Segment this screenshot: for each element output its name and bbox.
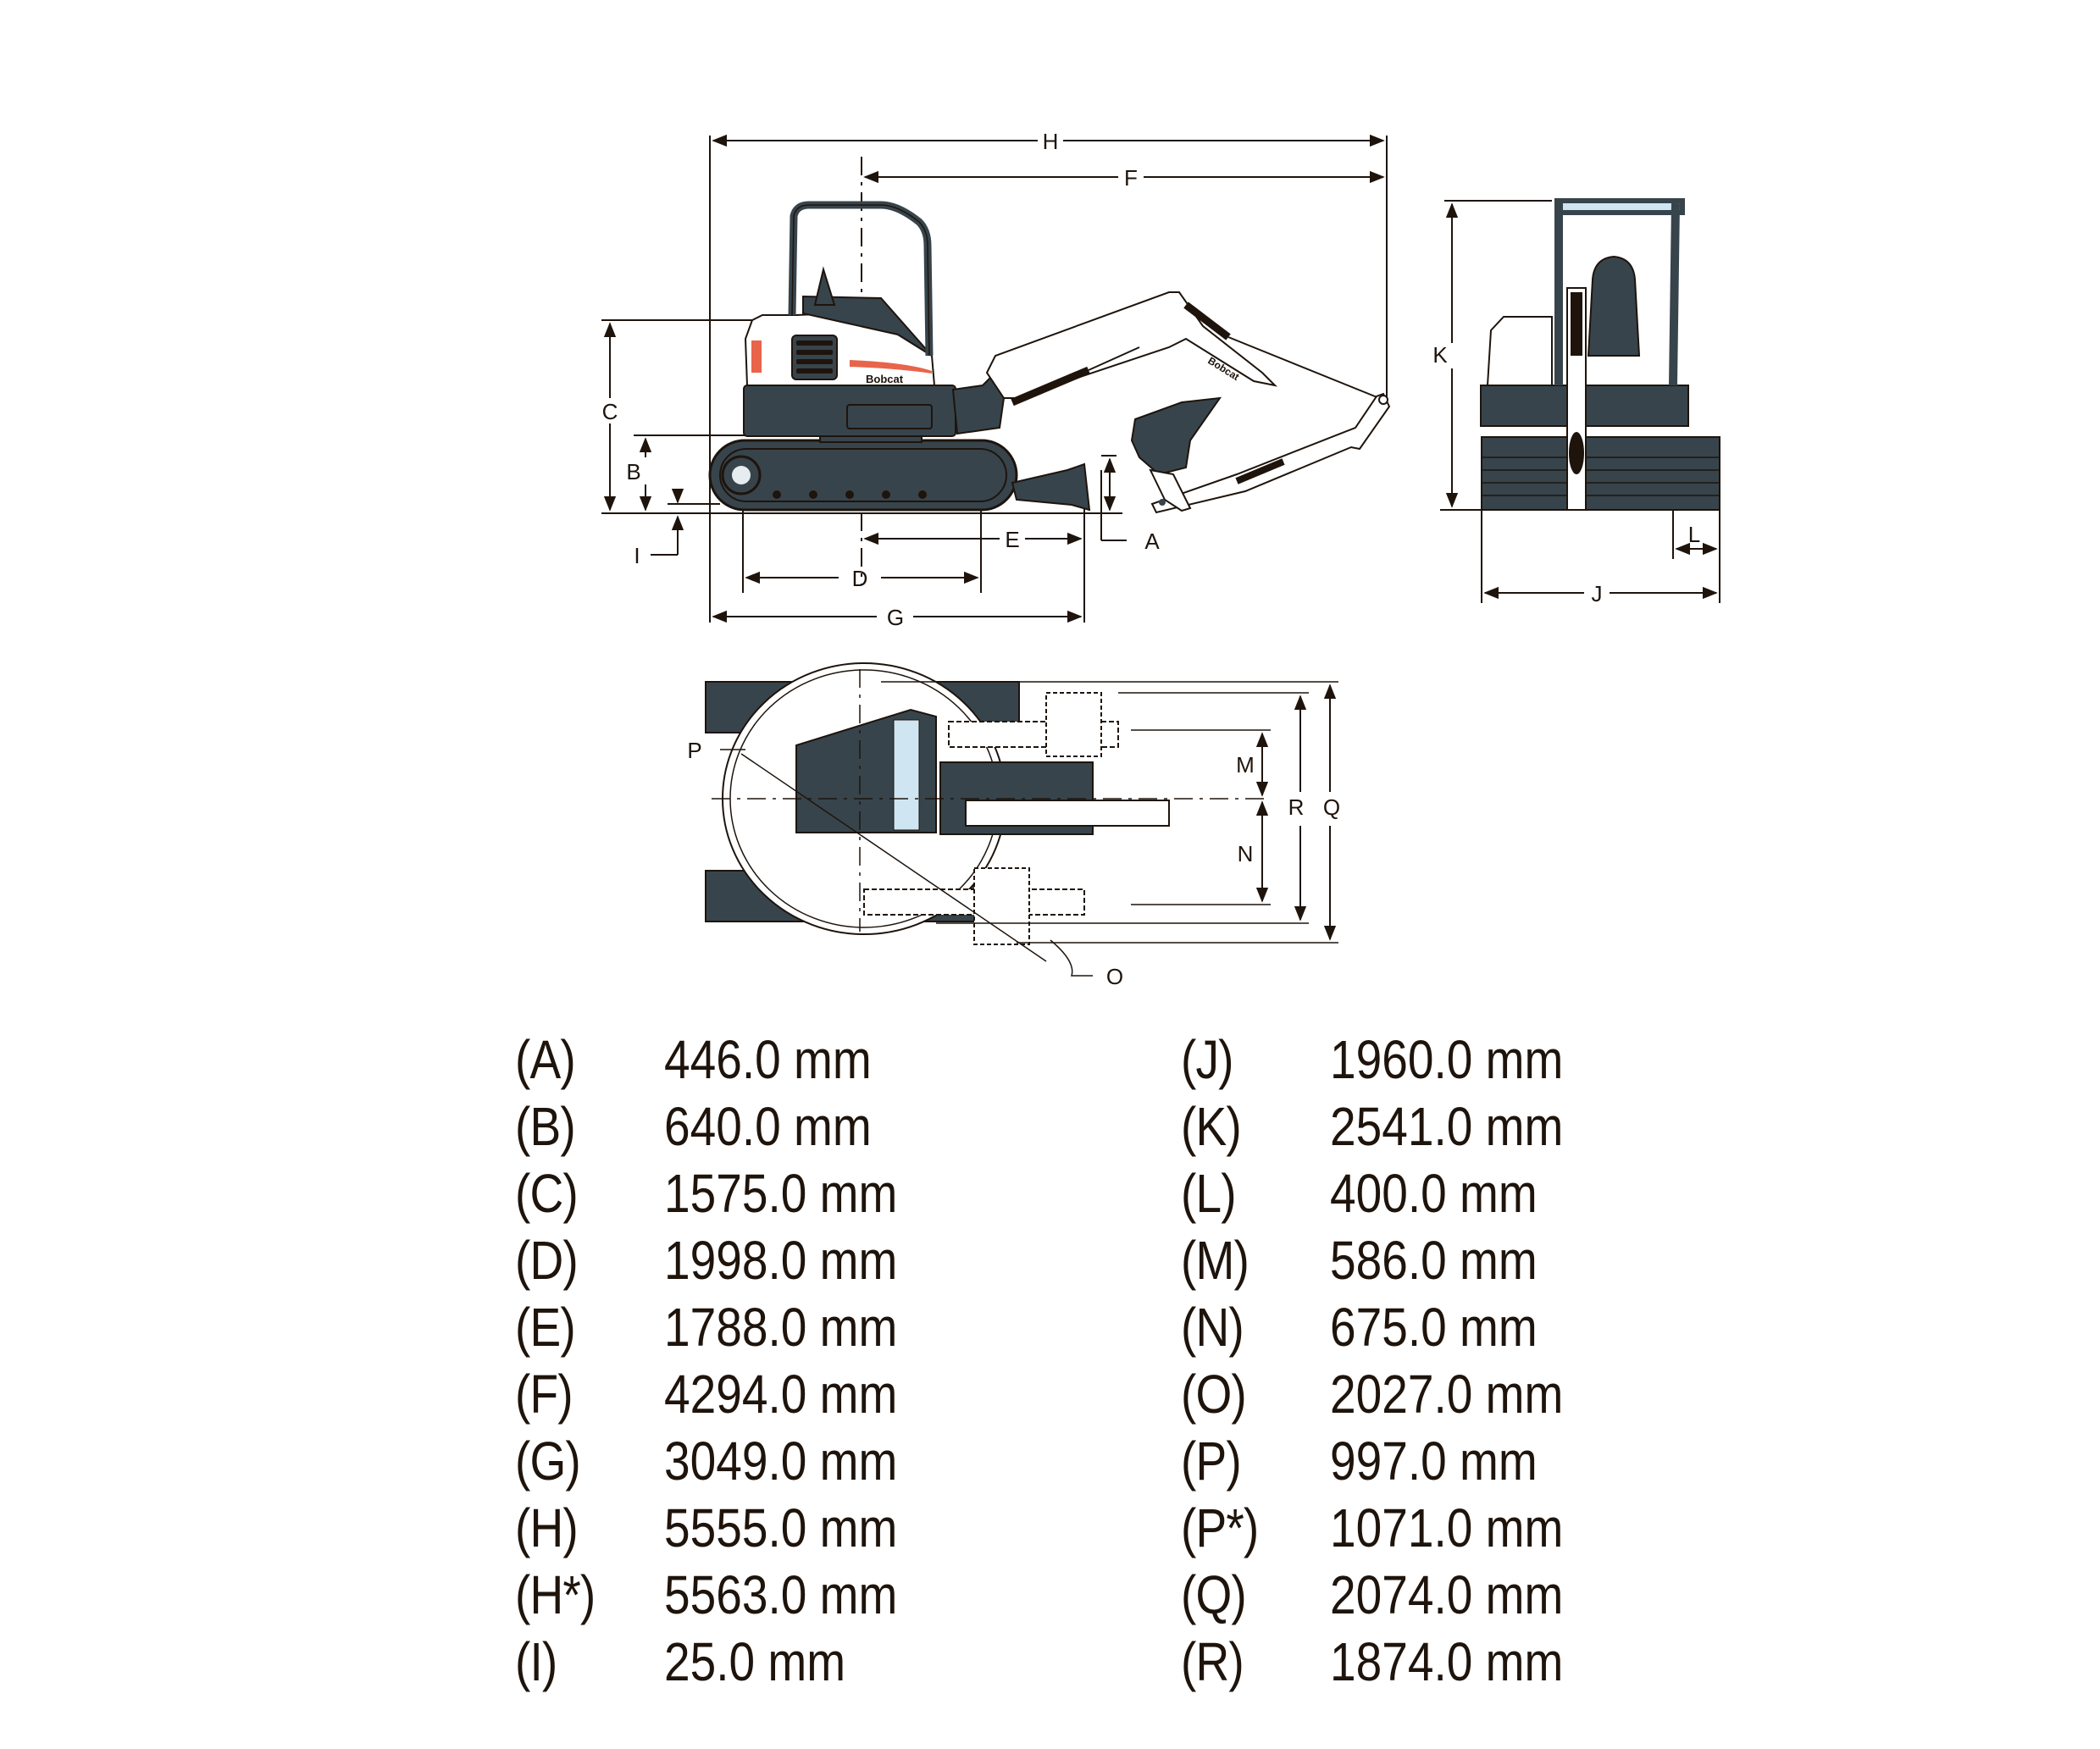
- spec-value: 1998.0 mm: [664, 1230, 898, 1291]
- label-D: D: [852, 566, 868, 591]
- spec-value: 446.0 mm: [664, 1029, 872, 1090]
- label-L: L: [1688, 522, 1700, 547]
- label-K: K: [1432, 342, 1448, 368]
- spec-code: (H*): [515, 1564, 596, 1625]
- side-view-drawing: [601, 134, 1388, 623]
- spec-code: (P): [1181, 1431, 1242, 1492]
- spec-value: 2541.0 mm: [1330, 1096, 1564, 1157]
- spec-code: (Q): [1181, 1564, 1247, 1625]
- spec-value: 1575.0 mm: [664, 1163, 898, 1224]
- spec-value: 2027.0 mm: [1330, 1364, 1564, 1425]
- spec-code: (L): [1181, 1163, 1237, 1224]
- spec-value: 5555.0 mm: [664, 1497, 898, 1558]
- label-H: H: [1043, 129, 1059, 154]
- spec-code: (E): [515, 1297, 576, 1358]
- label-F: F: [1124, 165, 1138, 191]
- label-A: A: [1144, 529, 1160, 554]
- label-I: I: [634, 543, 640, 568]
- spec-code: (J): [1181, 1029, 1233, 1090]
- label-J: J: [1592, 581, 1603, 606]
- spec-code: (K): [1181, 1096, 1242, 1157]
- top-view-drawing: [705, 662, 1338, 977]
- spec-code: (A): [515, 1029, 576, 1090]
- excavator-side-illustration: Bobcat Bobcat: [708, 201, 1391, 514]
- spec-value: 1874.0 mm: [1330, 1631, 1564, 1692]
- spec-value: 640.0 mm: [664, 1096, 872, 1157]
- spec-code: (I): [515, 1631, 557, 1692]
- spec-code: (P*): [1181, 1497, 1259, 1558]
- spec-code: (C): [515, 1163, 579, 1224]
- spec-code: (D): [515, 1230, 579, 1291]
- spec-code: (N): [1181, 1297, 1244, 1358]
- label-O: O: [1106, 964, 1123, 989]
- label-B: B: [626, 459, 640, 484]
- label-P: P: [687, 738, 701, 763]
- label-G: G: [887, 605, 904, 630]
- spec-value: 2074.0 mm: [1330, 1564, 1564, 1625]
- spec-value: 675.0 mm: [1330, 1297, 1538, 1358]
- spec-code: (O): [1181, 1364, 1247, 1425]
- label-M: M: [1236, 752, 1255, 778]
- side-logo-text: Bobcat: [866, 373, 904, 385]
- spec-code: (M): [1181, 1230, 1249, 1291]
- label-R: R: [1288, 794, 1305, 820]
- spec-value: 5563.0 mm: [664, 1564, 898, 1625]
- label-E: E: [1005, 527, 1019, 552]
- spec-value: 1960.0 mm: [1330, 1029, 1564, 1090]
- spec-code: (F): [515, 1364, 573, 1425]
- front-view-drawing: [1440, 198, 1720, 603]
- spec-value: 997.0 mm: [1330, 1431, 1538, 1492]
- spec-value: 3049.0 mm: [664, 1431, 898, 1492]
- spec-code: (G): [515, 1431, 581, 1492]
- spec-value: 1071.0 mm: [1330, 1497, 1564, 1558]
- spec-value: 586.0 mm: [1330, 1230, 1538, 1291]
- spec-value: 400.0 mm: [1330, 1163, 1538, 1224]
- spec-code: (R): [1181, 1631, 1244, 1692]
- spec-value: 4294.0 mm: [664, 1364, 898, 1425]
- spec-code: (B): [515, 1096, 576, 1157]
- label-N: N: [1238, 841, 1254, 866]
- dimension-drawings: Bobcat Bobcat H F C B I A E D G: [601, 129, 1720, 989]
- spec-code: (H): [515, 1497, 579, 1558]
- label-Q: Q: [1323, 794, 1340, 820]
- label-C: C: [602, 399, 618, 424]
- spec-value: 1788.0 mm: [664, 1297, 898, 1358]
- spec-value: 25.0 mm: [664, 1631, 846, 1692]
